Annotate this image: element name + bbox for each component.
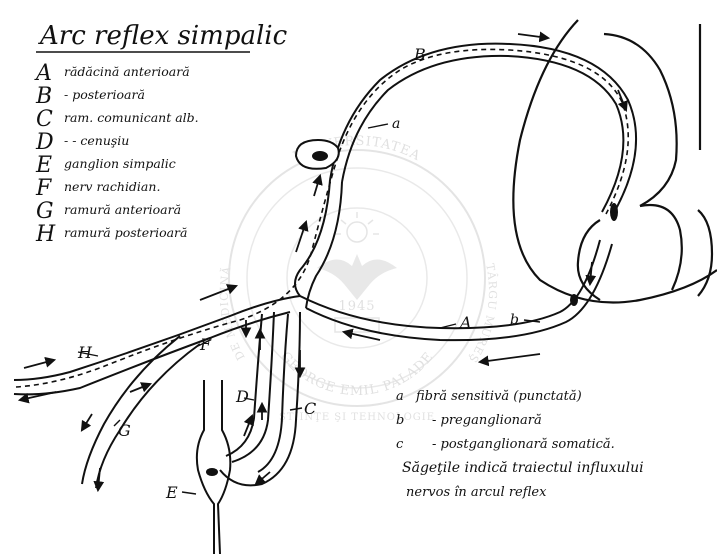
spinal-cord-outline (513, 20, 717, 303)
legend-item: C ram. comunicant alb. (36, 107, 199, 132)
svg-text:ramură posterioară: ramură posterioară (64, 225, 187, 240)
legend-item: A rădăcină anterioară (34, 61, 190, 86)
svg-text:F: F (35, 176, 52, 201)
label-C: C (304, 399, 316, 418)
seal-eagle-icon (317, 254, 397, 300)
svg-text:G: G (36, 199, 54, 224)
label-b: b (510, 312, 519, 328)
svg-text:E: E (35, 153, 52, 178)
diagram-title: Arc reflex simpalic (38, 21, 288, 51)
svg-text:- posterioară: - posterioară (64, 87, 145, 102)
svg-text:nerv rachidian.: nerv rachidian. (64, 179, 160, 194)
legend: A rădăcină anterioară B - posterioară C … (34, 61, 199, 247)
note-line-1: Săgeţile indică traiectul influxului (402, 460, 644, 476)
legend-item: B - posterioară (35, 84, 145, 109)
svg-text:ramură anterioară: ramură anterioară (64, 202, 181, 217)
label-D: D (235, 387, 249, 406)
svg-text:B: B (35, 84, 52, 109)
svg-text:ram. comunicant alb.: ram. comunicant alb. (64, 110, 199, 125)
label-E: E (165, 483, 178, 502)
label-A: A (458, 313, 472, 332)
note-line-2: nervos în arcul reflex (406, 485, 547, 500)
svg-text:a: a (396, 389, 404, 404)
fiber-key-item: c - postganglionară somatică. (396, 437, 615, 452)
svg-text:DE MEDICINĂ: DE MEDICINĂ (218, 264, 248, 362)
legend-item: D - - cenuşiu (35, 130, 129, 155)
seal-sun-icon (335, 212, 379, 242)
label-G: G (118, 421, 131, 440)
svg-text:C: C (36, 107, 53, 132)
legend-item: F nerv rachidian. (35, 176, 160, 201)
sympathetic-ganglion-E (197, 380, 214, 554)
seal-left-text: DE MEDICINĂ (218, 264, 248, 362)
svg-text:- - cenuşiu: - - cenuşiu (64, 133, 129, 148)
svg-text:- preganglionară: - preganglionară (432, 413, 542, 428)
svg-text:fibră sensitivă (punctată): fibră sensitivă (punctată) (415, 389, 582, 404)
svg-text:A: A (34, 61, 52, 86)
legend-item: G ramură anterioară (36, 199, 181, 224)
seal-bottom-inner-text: ŞTIINŢE ŞI TEHNOLOGIE (279, 412, 435, 423)
svg-text:ganglion simpalic: ganglion simpalic (64, 156, 176, 171)
svg-text:- postganglionară somatic: - postganglionară somatică. (432, 437, 615, 452)
legend-item: H ramură posterioară (35, 222, 187, 247)
svg-text:rădăcină anterioară: rădăcină anterioară (64, 64, 190, 79)
fiber-key-item: a fibră sensitivă (punctată) (396, 389, 582, 404)
label-H: H (77, 343, 93, 362)
legend-item: E ganglion simpalic (35, 153, 176, 178)
university-seal-watermark: 1945 UNIVERSITATEA DE MEDICINĂ TÂRGU MUR… (218, 134, 500, 423)
svg-text:GEORGE EMIL PALADE: GEORGE EMIL PALADE (277, 349, 437, 399)
svg-text:D: D (35, 130, 54, 155)
svg-text:H: H (35, 222, 56, 247)
label-a: a (392, 116, 400, 132)
svg-text:b: b (396, 413, 404, 428)
label-F: F (199, 335, 212, 354)
label-B: B (413, 45, 426, 64)
seal-bottom-text: GEORGE EMIL PALADE (277, 349, 437, 399)
svg-text:c: c (396, 437, 404, 452)
seal-year: 1945 (338, 299, 375, 314)
